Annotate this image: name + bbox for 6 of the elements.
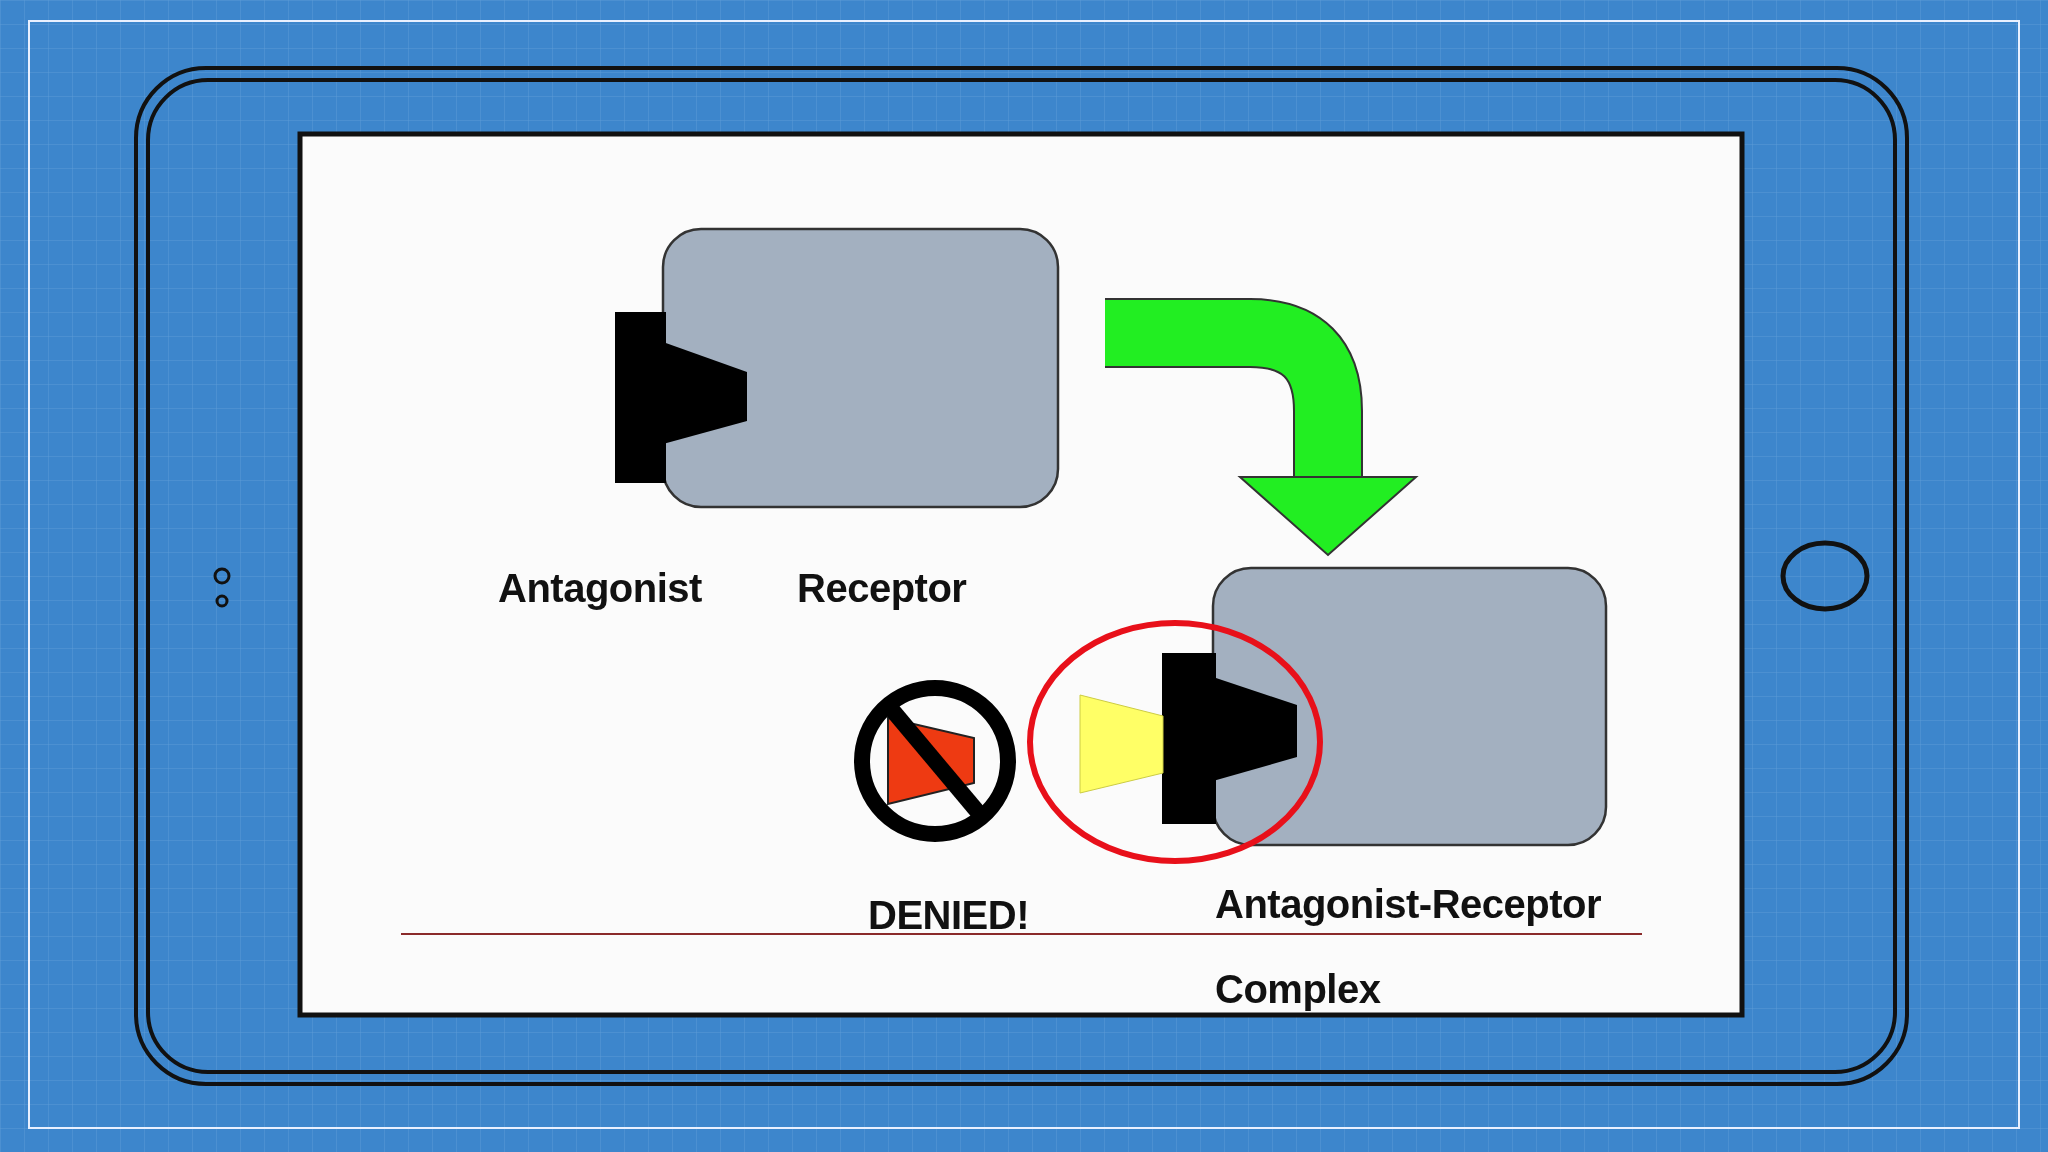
label-text: Antagonist <box>498 566 702 611</box>
receptor-box <box>661 227 1060 509</box>
receptor-box <box>1211 566 1608 847</box>
status-text: DENIED! <box>868 893 1029 938</box>
label-text: Receptor <box>797 566 967 611</box>
node-caption: Antagonist-Receptor Complex <box>1215 881 1603 1013</box>
